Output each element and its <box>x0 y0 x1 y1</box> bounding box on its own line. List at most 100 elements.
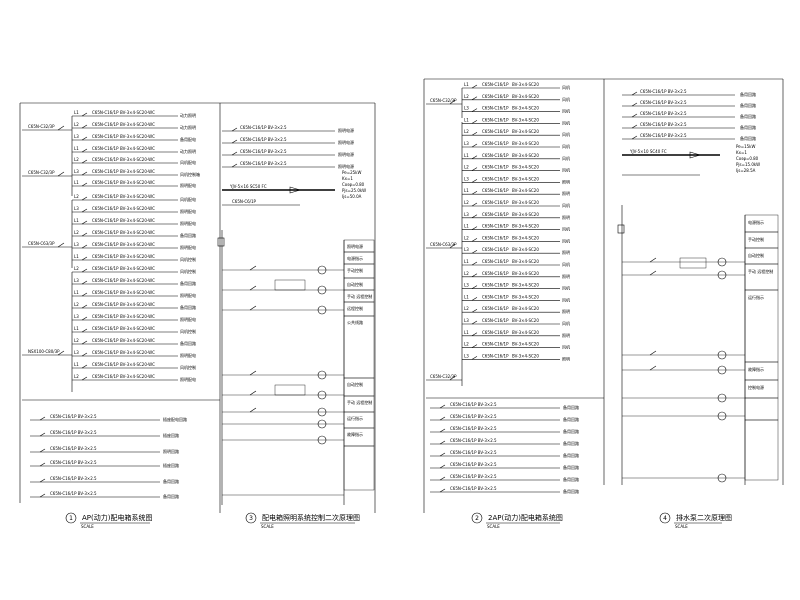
feeder-phase-label: L1 <box>74 180 79 185</box>
feeder-breaker-label: C65N-C16/1P <box>92 230 119 235</box>
incoming-breaker-symbol <box>57 350 65 356</box>
interlock-box <box>274 384 306 396</box>
feeder-phase-label: L1 <box>74 254 79 259</box>
feeder-load-label: 备用回路 <box>180 280 196 286</box>
legend-label: 运行指示 <box>748 294 764 300</box>
lighting-load-label: 照明电源 <box>338 151 354 157</box>
feeder-load-label: 照明配电 <box>180 220 196 226</box>
pump-load-label: 备用回路 <box>740 135 756 141</box>
caption-1: 1 AP(动力)配电箱系统图 SCALE <box>65 512 152 529</box>
feeder-load-label: 备用回路 <box>180 340 196 346</box>
feeder-cable-label: BV-3×4-SC20-WC <box>120 134 155 139</box>
bottom-feeder-spec: C65N-C16/1P BV-3×2.5 <box>50 430 97 435</box>
feeder-load-label: 照明 <box>562 274 570 279</box>
contact-symbol <box>249 285 257 291</box>
feeder-load-label: 风机配电 <box>180 196 196 202</box>
feeder-breaker-label: C65N-C16/1P <box>92 146 119 151</box>
feeder-load-label: 风机控制 <box>180 328 196 334</box>
feeder-load-label: 照明 <box>562 356 570 361</box>
bottom-load-label: 插座配电回路 <box>163 416 187 422</box>
bottom-breaker-symbol <box>39 432 46 437</box>
caption-3-title: 配电箱照明系统控制二次原理图 <box>262 513 360 522</box>
legend-label: 手动 远程控制 <box>748 268 773 274</box>
feeder-breaker-symbol <box>81 136 88 141</box>
lighting-feeder-spec: C65N-C16/1P BV-3×2.5 <box>240 137 287 142</box>
feeder-cable-label: BV-3×4-SC20-WC <box>120 157 155 162</box>
feeder-cable-label: BV-3×4-SC20-WC <box>120 290 155 295</box>
feeder-phase-label: L2 <box>464 129 469 134</box>
feeder-breaker-label: C65N-C16/1P <box>92 326 119 331</box>
feeder-phase-label: L2 <box>74 374 79 379</box>
incoming-breaker-label: C65N-C32/3P <box>430 374 457 379</box>
feeder-cable-label: BV-3×4-SC20-WC <box>120 302 155 307</box>
contact-symbol <box>649 365 657 371</box>
load-spec-line: Ijs=28.5A <box>736 168 756 173</box>
feeder-load-label: 风机 <box>562 296 570 302</box>
feeder-cable-label: BV-3×4-SC20 <box>512 306 539 311</box>
legend-label: 手动控制 <box>748 236 764 242</box>
feeder-cable-label: BV-3×4-SC20-WC <box>120 146 155 151</box>
feeder-load-label: 风机 <box>562 237 570 243</box>
feeder-load-label: 风机 <box>562 155 570 161</box>
relay-coil-symbol <box>317 407 327 417</box>
feeder-phase-label: L1 <box>74 110 79 115</box>
feeder-load-label: 照明配电 <box>180 244 196 250</box>
feeder-cable-label: BV-3×4-SC20 <box>512 188 539 193</box>
legend-label: 自动控制 <box>748 252 764 258</box>
bottom-breaker-symbol <box>439 464 446 469</box>
feeder-breaker-label: C65N-C16/1P <box>482 283 509 288</box>
feeder-load-label: 照明配电 <box>180 182 196 188</box>
feeder-breaker-label: C65N-C16/1P <box>92 314 119 319</box>
feeder-load-label: 风机 <box>562 84 570 90</box>
feeder-cable-label: BV-3×4-SC20-WC <box>120 254 155 259</box>
caption-4-title: 排水泵二次原理图 <box>676 513 732 522</box>
feeder-phase-label: L1 <box>464 188 469 193</box>
feeder-breaker-label: C65N-C16/1P <box>482 318 509 323</box>
feeder-breaker-symbol <box>471 84 478 89</box>
pump-feeder-spec: C65N-C16/1P BV-3×2.5 <box>640 111 687 116</box>
incoming-breaker-symbol <box>449 99 456 105</box>
lighting-load-label: 照明电源 <box>338 163 354 169</box>
caption-3-scale: SCALE <box>261 524 274 529</box>
feeder-cable-label: BV-3×4-SC20 <box>512 200 539 205</box>
bottom-load-label: 备用回路 <box>563 404 579 410</box>
feeder-phase-label: L3 <box>464 283 469 288</box>
feeder-phase-label: L3 <box>464 353 469 358</box>
feeder-load-label: 风机 <box>562 167 570 173</box>
pump-load-label: 备用回路 <box>740 113 756 119</box>
caption-2-title: 2AP(动力)配电箱系统图 <box>488 513 563 522</box>
bottom-load-label: 备用回路 <box>563 488 579 494</box>
feeder-load-label: 风机 <box>562 344 570 350</box>
feeder-breaker-label: C65N-C16/1P <box>92 134 119 139</box>
legend-cell <box>343 377 375 397</box>
incoming-breaker-label: C65N-C63/3P <box>28 241 55 246</box>
feeder-breaker-label: C65N-C16/1P <box>482 247 509 252</box>
feeder-cable-label: BV-3×4-SC20 <box>512 117 539 122</box>
feeder-phase-label: L2 <box>74 338 79 343</box>
bottom-feeder-spec: C65N-C16/1P BV-3×2.5 <box>50 476 97 481</box>
feeder-breaker-label: C65N-C16/1P <box>482 94 509 99</box>
legend-cell <box>343 427 375 447</box>
incoming-breaker-symbol <box>449 375 456 381</box>
feeder-breaker-label: C65N-C16/1P <box>482 306 509 311</box>
frame-right <box>423 78 784 513</box>
feeder-phase-label: L1 <box>464 224 469 229</box>
feeder-load-label: 风机控制 <box>180 256 196 262</box>
feeder-load-label: 照明配电 <box>180 352 196 358</box>
feeder-cable-label: BV-3×4-SC20-WC <box>120 122 155 127</box>
feeder-phase-label: L3 <box>464 141 469 146</box>
feeder-breaker-label: C65N-C16/1P <box>92 290 119 295</box>
feeder-phase-label: L1 <box>74 362 79 367</box>
feeder-breaker-symbol <box>81 159 88 164</box>
feeder-load-label: 动力照明 <box>180 112 196 118</box>
feeder-breaker-symbol <box>81 352 88 357</box>
feeder-load-label: 风机 <box>562 108 570 114</box>
feeder-breaker-label: C65N-C16/1P <box>482 176 509 181</box>
bottom-load-label: 备用回路 <box>563 416 579 422</box>
feeder-breaker-label: C65N-C16/1P <box>482 212 509 217</box>
feeder-breaker-symbol <box>471 261 478 266</box>
bottom-feeder-spec: C65N-C16/1P BV-3×2.5 <box>450 462 497 467</box>
feeder-load-label: 风机 <box>562 202 570 208</box>
feeder-breaker-symbol <box>471 96 478 101</box>
relay-coil-symbol <box>317 285 327 295</box>
